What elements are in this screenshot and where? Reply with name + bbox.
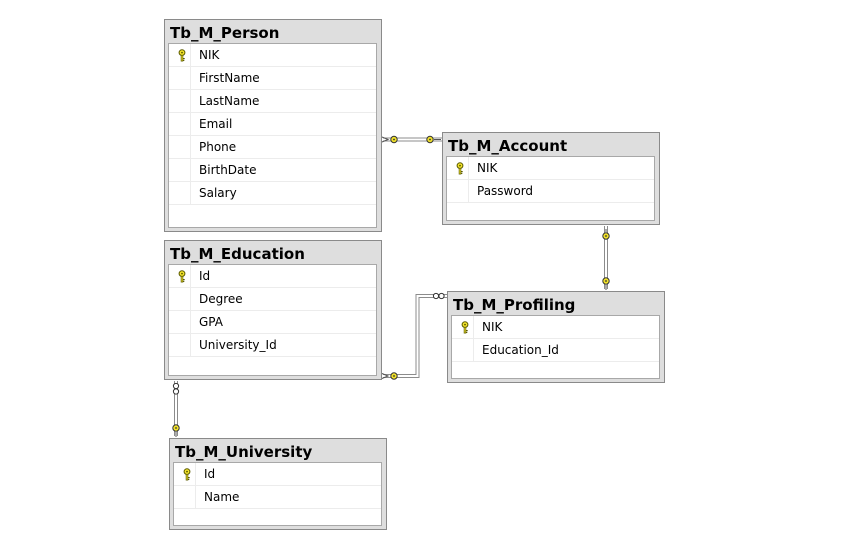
table-title: Tb_M_Person (170, 24, 280, 42)
key-endpoint-icon (172, 424, 180, 432)
key-endpoint-icon (390, 135, 398, 144)
key-endpoint-icon (426, 135, 434, 144)
column-name: BirthDate (199, 163, 257, 177)
column-name: NIK (199, 48, 220, 62)
arrow-end-icon (381, 373, 390, 379)
arrow-end-icon (381, 136, 390, 143)
key-endpoint-icon (390, 372, 398, 380)
column-row[interactable]: Id (174, 463, 381, 486)
column-row[interactable]: Password (447, 180, 654, 203)
infinity-endpoint-icon (432, 292, 445, 300)
column-row[interactable]: Email (169, 113, 376, 136)
row-selector[interactable] (447, 180, 469, 202)
row-selector[interactable] (169, 288, 191, 310)
column-row[interactable]: Education_Id (452, 339, 659, 362)
column-name: NIK (482, 320, 503, 334)
row-selector[interactable] (169, 334, 191, 356)
column-list: NIK Password (446, 156, 655, 221)
key-icon (460, 321, 470, 334)
infinity-endpoint-icon (172, 382, 180, 395)
column-name: Degree (199, 292, 243, 306)
column-row[interactable]: Phone (169, 136, 376, 159)
column-name: Education_Id (482, 343, 559, 357)
column-row[interactable]: University_Id (169, 334, 376, 357)
column-name: Id (199, 269, 211, 283)
row-selector[interactable] (169, 182, 191, 204)
column-name: Email (199, 117, 233, 131)
column-row[interactable]: GPA (169, 311, 376, 334)
column-name: LastName (199, 94, 260, 108)
column-name: University_Id (199, 338, 277, 352)
row-selector[interactable] (169, 67, 191, 89)
column-row[interactable]: NIK (452, 316, 659, 339)
row-selector[interactable] (452, 339, 474, 361)
relationship-education-profiling[interactable] (381, 292, 447, 380)
column-row[interactable]: BirthDate (169, 159, 376, 182)
key-icon (455, 162, 465, 175)
row-selector[interactable] (447, 157, 469, 179)
row-selector[interactable] (169, 159, 191, 181)
column-row[interactable]: Id (169, 265, 376, 288)
table-tb-m-profiling[interactable]: Tb_M_Profiling NIK Education_Id (447, 291, 665, 383)
column-name: Phone (199, 140, 237, 154)
column-name: Salary (199, 186, 237, 200)
row-selector[interactable] (169, 113, 191, 135)
row-selector[interactable] (169, 311, 191, 333)
column-name: GPA (199, 315, 223, 329)
row-selector[interactable] (452, 316, 474, 338)
relationship-university-education[interactable] (172, 381, 180, 437)
column-list: NIK Education_Id (451, 315, 660, 379)
column-row[interactable]: Name (174, 486, 381, 509)
table-title: Tb_M_Education (170, 245, 305, 263)
column-row[interactable]: LastName (169, 90, 376, 113)
column-row[interactable]: FirstName (169, 67, 376, 90)
key-endpoint-icon (602, 277, 610, 285)
row-selector[interactable] (174, 463, 196, 485)
column-row[interactable]: NIK (169, 44, 376, 67)
column-row[interactable]: NIK (447, 157, 654, 180)
row-selector[interactable] (169, 265, 191, 287)
column-row[interactable]: Salary (169, 182, 376, 205)
column-row[interactable]: Degree (169, 288, 376, 311)
column-name: Password (477, 184, 534, 198)
column-name: Id (204, 467, 216, 481)
table-title: Tb_M_Account (448, 137, 568, 155)
key-icon (177, 49, 187, 62)
column-name: NIK (477, 161, 498, 175)
row-selector[interactable] (169, 44, 191, 66)
table-title: Tb_M_Profiling (453, 296, 576, 314)
relationship-person-account[interactable] (381, 135, 442, 144)
row-selector[interactable] (169, 136, 191, 158)
relationship-account-profiling[interactable] (602, 226, 610, 290)
table-tb-m-account[interactable]: Tb_M_Account NIK Password (442, 132, 660, 225)
key-icon (177, 270, 187, 283)
column-name: Name (204, 490, 240, 504)
column-name: FirstName (199, 71, 260, 85)
row-selector[interactable] (174, 486, 196, 508)
key-icon (182, 468, 192, 481)
row-selector[interactable] (169, 90, 191, 112)
key-endpoint-icon (602, 232, 610, 240)
table-title: Tb_M_University (175, 443, 313, 461)
